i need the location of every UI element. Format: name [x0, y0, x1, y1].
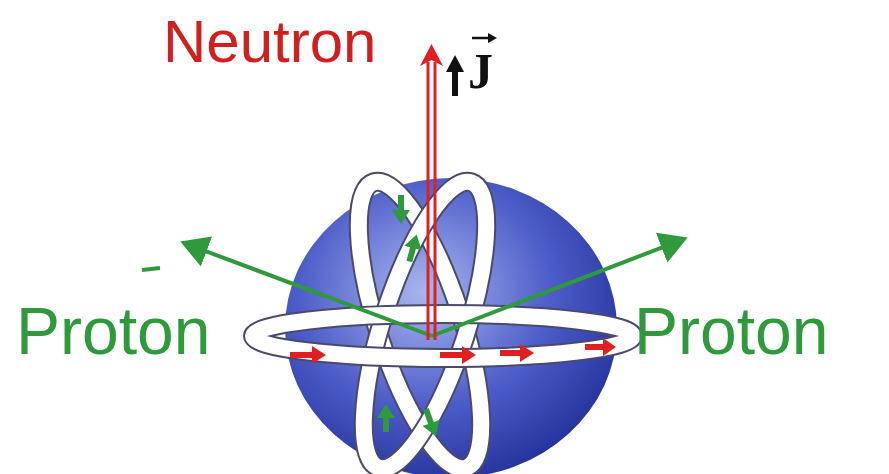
particle-label: Proton — [16, 298, 210, 364]
proton-arrow — [142, 239, 684, 336]
neutron-arrow — [420, 44, 443, 340]
vector-symbol: J — [468, 46, 493, 96]
particle-label: Neutron — [163, 12, 376, 72]
particle-label: Proton — [634, 298, 828, 364]
orbit-ribbon — [253, 314, 633, 358]
spin-arrow — [290, 338, 616, 364]
spin-vector-arrow — [446, 33, 497, 96]
